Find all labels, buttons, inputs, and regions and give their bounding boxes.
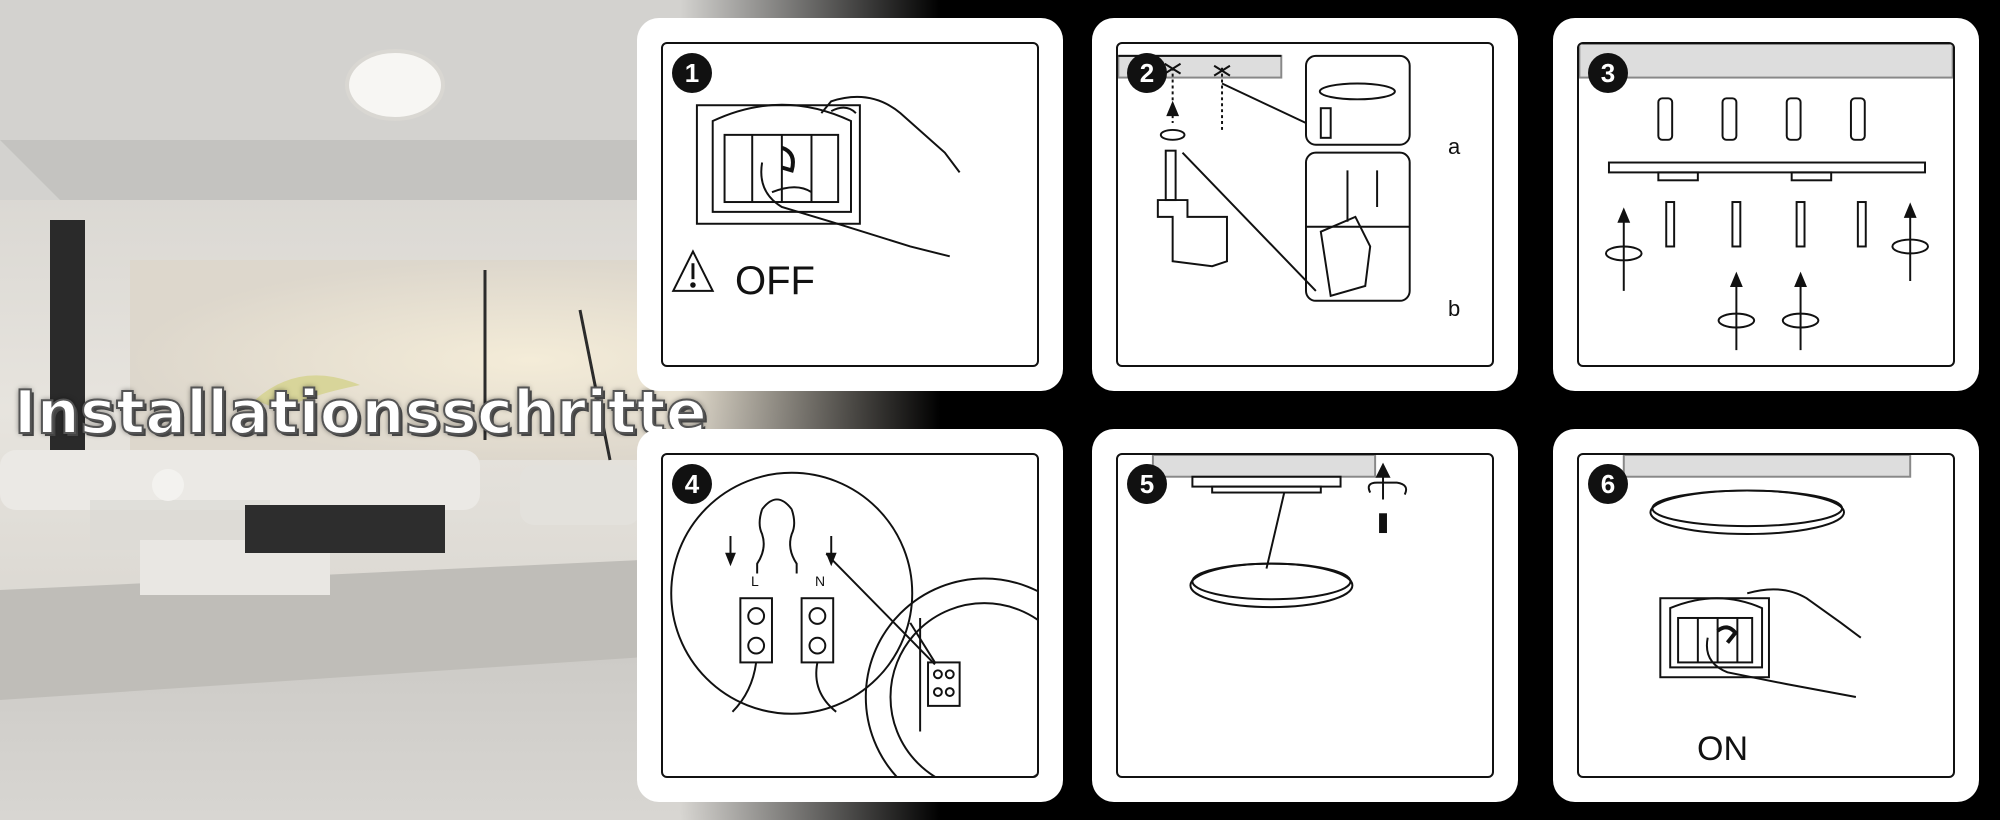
step-frame: 4 L N bbox=[661, 453, 1039, 778]
step-card-4: 4 L N bbox=[637, 429, 1063, 802]
step-card-6: 6 ON bbox=[1553, 429, 1979, 802]
step-frame: 1 OFF bbox=[661, 42, 1039, 367]
on-label: ON bbox=[1697, 730, 1748, 768]
step-number-badge: 5 bbox=[1127, 464, 1167, 504]
drill-holes-illustration bbox=[1118, 54, 1411, 302]
label-l: L bbox=[751, 573, 759, 589]
label-b: b bbox=[1448, 296, 1461, 321]
step-number-badge: 6 bbox=[1588, 464, 1628, 504]
step-card-2: 2 a b bbox=[1092, 18, 1518, 391]
step-number-badge: 1 bbox=[672, 53, 712, 93]
step-frame: 6 ON bbox=[1577, 453, 1955, 778]
step-frame: 3 bbox=[1577, 42, 1955, 367]
wiring-illustration bbox=[670, 471, 1037, 776]
step-card-5: 5 bbox=[1092, 429, 1518, 802]
step-number-badge: 3 bbox=[1588, 53, 1628, 93]
step-card-3: 3 bbox=[1553, 18, 1979, 391]
step-number-badge: 4 bbox=[672, 464, 712, 504]
label-a: a bbox=[1448, 134, 1461, 159]
step-frame: 5 bbox=[1116, 453, 1494, 778]
step-frame: 2 a b bbox=[1116, 42, 1494, 367]
off-label: OFF bbox=[735, 259, 815, 303]
switch-off-illustration bbox=[671, 95, 961, 292]
step-card-1: 1 OFF bbox=[637, 18, 1063, 391]
page-title: Installationsschritte bbox=[13, 377, 708, 449]
attach-lamp-illustration bbox=[1151, 455, 1408, 609]
switch-on-illustration bbox=[1622, 455, 1912, 698]
label-n: N bbox=[815, 573, 826, 589]
step-number-badge: 2 bbox=[1127, 53, 1167, 93]
mount-plate-illustration bbox=[1579, 44, 1953, 351]
